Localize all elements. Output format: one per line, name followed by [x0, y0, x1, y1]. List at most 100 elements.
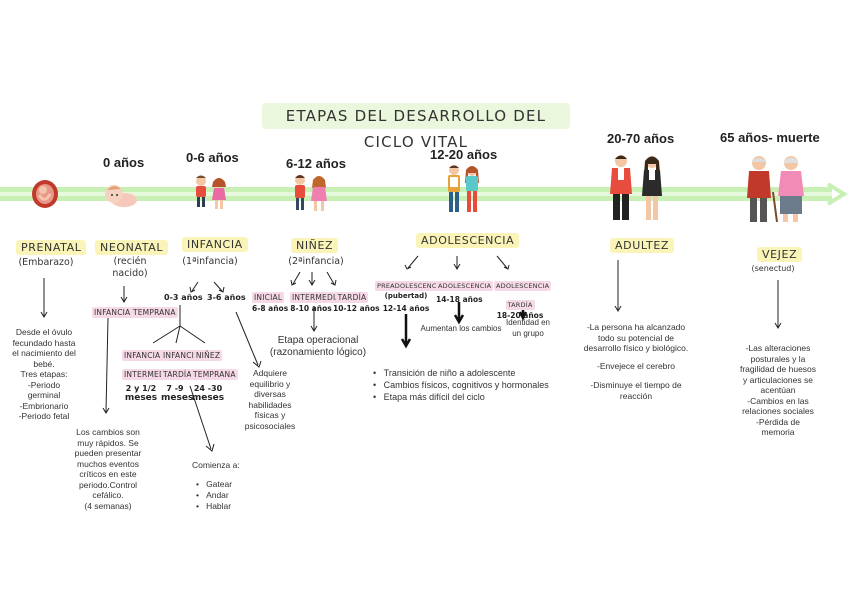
- fetus-icon: [32, 180, 58, 208]
- prenatal-sub: (Embarazo): [18, 257, 74, 268]
- page-title: ETAPAS DEL DESARROLLO DEL CICLO VITAL: [262, 103, 570, 151]
- vejez-desc-line: -Cambios en las: [747, 395, 809, 406]
- ninez-s3-age: 10-12 años: [333, 304, 380, 313]
- infancia-sub-c-2: TEMPRANA: [191, 369, 238, 380]
- adultez-desc-line: desarrollo físico y biológico.: [583, 343, 689, 353]
- infancia-desc-line: diversas: [254, 389, 286, 399]
- stage-adolescencia: ADOLESCENCIA: [416, 233, 520, 248]
- adol-note-2-line: un grupo: [512, 328, 544, 338]
- age-adultez: 20-70 años: [607, 131, 675, 146]
- children-icon: [295, 175, 327, 211]
- age-adolescencia: 12-20 años: [430, 147, 498, 162]
- infancia-range-1: 0-3 años: [164, 293, 203, 302]
- vejez-desc-line: y articulaciones se: [743, 374, 813, 385]
- neonatal-desc-line: muchos eventos: [77, 458, 139, 469]
- infancia-bullet: • Andar: [196, 490, 229, 500]
- adol-bullet: • Transición de niño a adolescente: [373, 368, 516, 378]
- adultez-desc-line: reacción: [619, 390, 653, 401]
- infancia-sub: (1ªinfancia): [182, 256, 238, 267]
- children-icon: [196, 175, 226, 209]
- adol-s3: ADOLESCENCIA: [494, 281, 552, 291]
- age-ninez: 6-12 años: [286, 156, 346, 171]
- vejez-desc-line: -Las alteraciones: [745, 343, 811, 353]
- ninez-s3: TARDÍA: [335, 292, 369, 303]
- infancia-desc-line: físicas y: [254, 410, 286, 420]
- prenatal-desc-line: fecundado hasta: [12, 337, 76, 348]
- vejez-desc-line: relaciones sociales: [742, 406, 814, 416]
- adol-s2-age: 14-18 años: [436, 295, 483, 304]
- vejez-desc-line: posturales y la: [750, 353, 806, 364]
- vejez-desc-line: memoria: [761, 427, 795, 437]
- infancia-sub-b-age: 7 -9: [166, 384, 184, 393]
- infancia-sub-c-age: 24 -30: [193, 384, 223, 393]
- infancia-desc-line: equilibrio y: [249, 378, 291, 389]
- infancia-sub-a-2: INTERMEDIA: [122, 369, 175, 380]
- neonatal-desc-line: periodo.Control: [78, 479, 138, 490]
- infancia-sub-b-unit: meses: [161, 393, 194, 403]
- neonatal-desc-line: Los cambios son: [76, 427, 140, 437]
- stage-prenatal: PRENATAL: [16, 240, 87, 255]
- prenatal-desc-line: -Periodo: [27, 379, 61, 390]
- adol-s3-age: 18-20 años: [496, 311, 544, 320]
- adol-s1-sub: (pubertad): [384, 292, 428, 300]
- stage-neonatal: NEONATAL: [95, 240, 169, 255]
- neonatal-desc-line: pueden presentar: [74, 448, 142, 458]
- ninez-s2: INTERMEDIA: [290, 292, 343, 303]
- neonatal-pill: INFANCIA TEMPRANA: [92, 307, 178, 318]
- stage-infancia: INFANCIA: [182, 237, 248, 252]
- infancia-desc-line: habilidades: [248, 399, 292, 410]
- adol-note-1: Aumentan los cambios: [420, 324, 502, 333]
- vejez-desc-line: -Pérdida de: [756, 416, 800, 427]
- infancia-comienza: Comienza a:: [192, 460, 240, 470]
- infancia-sub-a-unit: meses: [124, 393, 158, 403]
- neonatal-desc-line: (4 semanas): [84, 500, 132, 511]
- ninez-desc-line: Etapa operacional: [277, 335, 359, 346]
- adol-s3-b: TARDÍA: [505, 300, 535, 310]
- neonatal-sub-1: (recién: [113, 256, 147, 267]
- neonatal-desc-line: muy rápidos. Se: [77, 437, 139, 448]
- age-neonatal: 0 años: [103, 155, 145, 170]
- ninez-sub: (2ªinfancia): [288, 256, 344, 267]
- infancia-bullet: • Gatear: [196, 479, 233, 489]
- adol-bullet: • Etapa más difícil del ciclo: [373, 392, 485, 402]
- ninez-desc-line: (razonamiento lógico): [269, 347, 367, 358]
- vejez-sub: (senectud): [751, 264, 795, 273]
- adultez-desc-2: -Envejece el cerebro: [597, 361, 675, 371]
- stage-vejez: VEJEZ: [757, 247, 803, 262]
- prenatal-desc-line: -Embrionario: [19, 400, 69, 411]
- infancia-sub-a-age: 2 y 1/2: [125, 384, 157, 393]
- infancia-desc-line: Adquiere: [252, 368, 288, 378]
- infancia-desc-line: psicosociales: [244, 420, 296, 431]
- adultez-desc-line: -La persona ha alcanzado: [586, 322, 686, 332]
- ninez-s2-age: 8-10 años: [290, 304, 332, 313]
- adults-icon: [610, 155, 662, 220]
- teens-icon: [448, 165, 479, 212]
- adol-note-2-line: Identidad en: [505, 318, 551, 327]
- infancia-bullet: • Hablar: [196, 501, 232, 511]
- prenatal-desc-line: bebé.: [33, 358, 55, 369]
- ninez-s1: INICIAL: [252, 292, 285, 303]
- vejez-desc-line: acentúan: [760, 385, 796, 395]
- stage-adultez: ADULTEZ: [610, 238, 675, 253]
- age-infancia: 0-6 años: [186, 150, 239, 165]
- adultez-desc-line: todo su potencial de: [597, 332, 675, 343]
- infancia-range-2: 3-6 años: [207, 293, 246, 302]
- infancia-sub-a-1: INFANCIA: [122, 350, 163, 361]
- age-vejez: 65 años- muerte: [720, 130, 820, 145]
- prenatal-desc-line: -Periodo fetal: [18, 411, 70, 421]
- infancia-sub-b-2: TARDÍA: [161, 369, 194, 380]
- prenatal-desc-line: Desde el óvulo: [15, 327, 73, 337]
- stage-ninez: NIÑEZ: [291, 238, 339, 253]
- infancia-sub-b-1: INFANCIA: [161, 350, 202, 361]
- vejez-desc-line: fragilidad de huesos: [739, 364, 817, 374]
- prenatal-desc-line: el nacimiento del: [12, 348, 76, 358]
- adol-bullet: • Cambios físicos, cognitivos y hormonal…: [373, 380, 549, 390]
- adol-s1: PREADOLESCENCIA: [375, 281, 446, 291]
- adol-s1-age: 12-14 años: [382, 304, 430, 313]
- infancia-sub-c-1: NIÑEZ: [193, 350, 223, 361]
- prenatal-desc-line: germinal: [27, 390, 61, 400]
- neonatal-sub-2: nacido): [112, 268, 148, 279]
- elderly-couple-icon: [747, 156, 804, 223]
- infancia-sub-c-unit: meses: [191, 393, 225, 403]
